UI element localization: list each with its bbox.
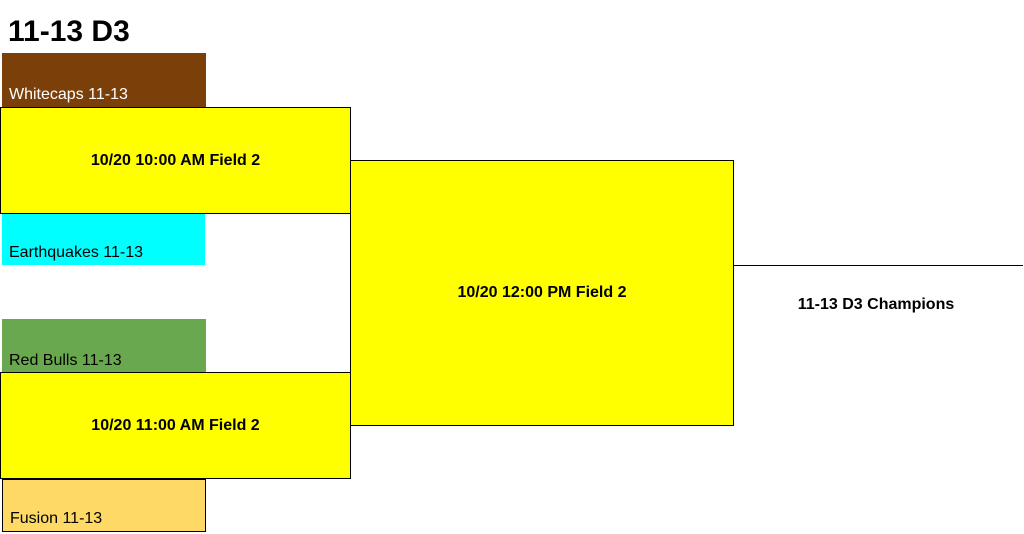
team-slot-red-bulls: Red Bulls 11-13 bbox=[2, 319, 206, 373]
team-slot-earthquakes: Earthquakes 11-13 bbox=[2, 213, 205, 265]
game-box-final: 10/20 12:00 PM Field 2 bbox=[350, 160, 734, 426]
champion-line bbox=[733, 265, 1023, 266]
game-box-round1-bottom: 10/20 11:00 AM Field 2 bbox=[0, 372, 351, 479]
team-slot-fusion: Fusion 11-13 bbox=[2, 479, 206, 532]
bracket-title: 11-13 D3 bbox=[8, 15, 130, 48]
game-box-round1-top: 10/20 10:00 AM Field 2 bbox=[0, 107, 351, 214]
team-slot-whitecaps: Whitecaps 11-13 bbox=[2, 53, 206, 107]
champion-label: 11-13 D3 Champions bbox=[797, 296, 955, 313]
